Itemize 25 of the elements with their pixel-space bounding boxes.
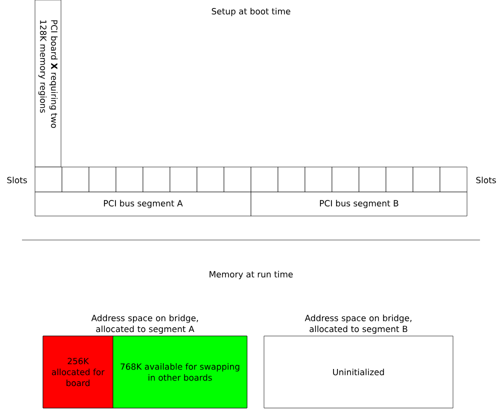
slot-box xyxy=(34,166,62,192)
slot-box xyxy=(332,166,360,192)
slots-label: Slots xyxy=(476,176,496,184)
slots-label: Slots xyxy=(7,176,27,184)
address-space-box: Uninitialized xyxy=(264,336,454,408)
slot-box xyxy=(62,166,90,192)
allocated-block: 256K allocated for board xyxy=(42,336,114,408)
available-block: 768K available for swapping in other boards xyxy=(112,336,248,408)
slot-box xyxy=(142,166,170,192)
slot-box xyxy=(250,166,278,192)
slot-box xyxy=(412,166,440,192)
slot-box xyxy=(304,166,332,192)
slot-box xyxy=(116,166,144,192)
title: Setup at boot time xyxy=(212,8,290,16)
slot-box xyxy=(278,166,306,192)
slot-box xyxy=(196,166,224,192)
slot-box xyxy=(88,166,116,192)
heading: Address space on bridge, allocated to segment B xyxy=(304,314,412,334)
slot-box xyxy=(170,166,198,192)
slot-box xyxy=(224,166,252,192)
heading: Address space on bridge, allocated to segment A xyxy=(91,314,198,334)
heading: Memory at run time xyxy=(210,270,293,280)
slot-box xyxy=(386,166,414,192)
slot-box xyxy=(440,166,468,192)
slot-box xyxy=(358,166,386,192)
